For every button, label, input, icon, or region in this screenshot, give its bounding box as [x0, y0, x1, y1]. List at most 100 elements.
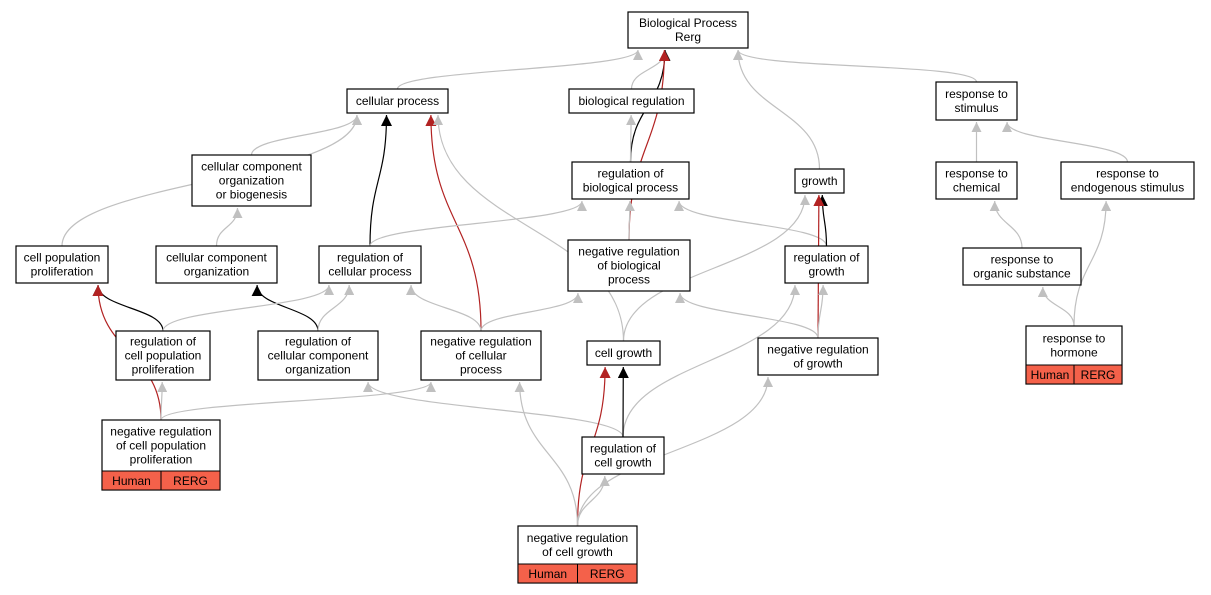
node-label-line: negative regulation — [767, 343, 868, 357]
tag-cell — [160, 470, 221, 491]
edge-res-to-rs — [1002, 121, 1129, 163]
node-label-line: of cell growth — [542, 545, 613, 559]
node-label-line: process — [460, 363, 502, 377]
node-label-line: organization — [285, 363, 350, 377]
edge-cp-to-bp — [396, 49, 643, 90]
node-box — [257, 330, 379, 381]
edge-br-to-bp — [630, 49, 671, 90]
edge-rcco-to-cco — [251, 284, 319, 332]
node-label-line: cell population — [125, 349, 202, 363]
edge-line — [733, 49, 821, 170]
node-box — [586, 340, 661, 366]
node-label-line: stimulus — [954, 101, 998, 115]
node-label-line: organization — [184, 265, 249, 279]
edge-line — [1002, 121, 1129, 163]
go-term-cg[interactable]: cell growth — [586, 340, 661, 366]
node-label-line: response to — [991, 253, 1054, 267]
edge-nrcg-to-nrg — [576, 376, 773, 527]
node-label-line: regulation of — [590, 442, 657, 456]
node-box — [568, 88, 695, 114]
node-label-line: negative regulation — [578, 245, 679, 259]
edge-rcg-to-rg — [622, 284, 800, 438]
node-box — [115, 330, 211, 381]
edge-nrcpp-to-nrcp — [160, 381, 436, 421]
edge-line — [406, 284, 482, 332]
edge-rh-to-ros — [1037, 286, 1075, 327]
tag-label: Human — [112, 474, 151, 488]
node-label-line: response to — [945, 87, 1008, 101]
edge-line — [396, 49, 643, 90]
edge-line — [675, 292, 819, 339]
edge-rbp-to-br — [626, 114, 637, 163]
node-label-line: negative regulation — [527, 531, 628, 545]
edge-line — [369, 114, 392, 247]
node-box — [1060, 161, 1195, 200]
go-term-cp[interactable]: cellular process — [346, 88, 449, 114]
edge-line — [215, 207, 243, 247]
node-label-line: of biological — [597, 259, 660, 273]
edge-rg-to-rbp — [674, 200, 828, 247]
edge-rcp-to-rbp — [369, 200, 587, 247]
node-label-line: Biological Process — [639, 16, 737, 30]
edge-line — [576, 475, 610, 527]
node-box — [420, 330, 542, 381]
edge-rs-to-bp — [733, 49, 978, 83]
go-term-br[interactable]: biological regulation — [568, 88, 695, 114]
tag-label: Human — [528, 567, 567, 581]
edge-line — [162, 284, 334, 332]
edge-rcco-to-rcp — [317, 284, 355, 332]
edge-nrcp-to-rcp — [406, 284, 482, 332]
tag-cell — [1073, 364, 1123, 385]
node-label-line: response to — [1096, 167, 1159, 181]
edge-line — [674, 200, 828, 247]
node-label-line: proliferation — [132, 363, 195, 377]
node-box — [191, 154, 312, 207]
tag-cell — [577, 563, 638, 584]
node-label-line: cellular component — [166, 251, 267, 265]
node-label-line: organization — [219, 174, 284, 188]
edge-line — [425, 114, 482, 332]
node-label-line: organic substance — [973, 267, 1071, 281]
node-label-line: negative regulation — [430, 335, 531, 349]
edge-nrbp-to-bp — [628, 49, 670, 241]
node-label-line: proliferation — [130, 453, 193, 467]
edge-line — [626, 114, 637, 163]
edge-line — [1073, 200, 1112, 327]
node-label-line: negative regulation — [110, 425, 211, 439]
node-box — [794, 168, 845, 194]
edge-line — [622, 284, 800, 438]
node-label-line: regulation of — [597, 167, 664, 181]
edge-rcpp-to-rcp — [162, 284, 334, 332]
edge-rcg-to-rcco — [363, 381, 624, 438]
node-label-line: of cellular — [455, 349, 506, 363]
node-box — [155, 245, 278, 284]
go-term-growth[interactable]: growth — [794, 168, 845, 194]
edge-ccob-to-cp — [250, 114, 362, 156]
edge-cg-to-cp — [433, 114, 625, 342]
node-label-line: Rerg — [675, 30, 701, 44]
node-label-line: cellular component — [201, 160, 302, 174]
edge-line — [989, 200, 1023, 249]
